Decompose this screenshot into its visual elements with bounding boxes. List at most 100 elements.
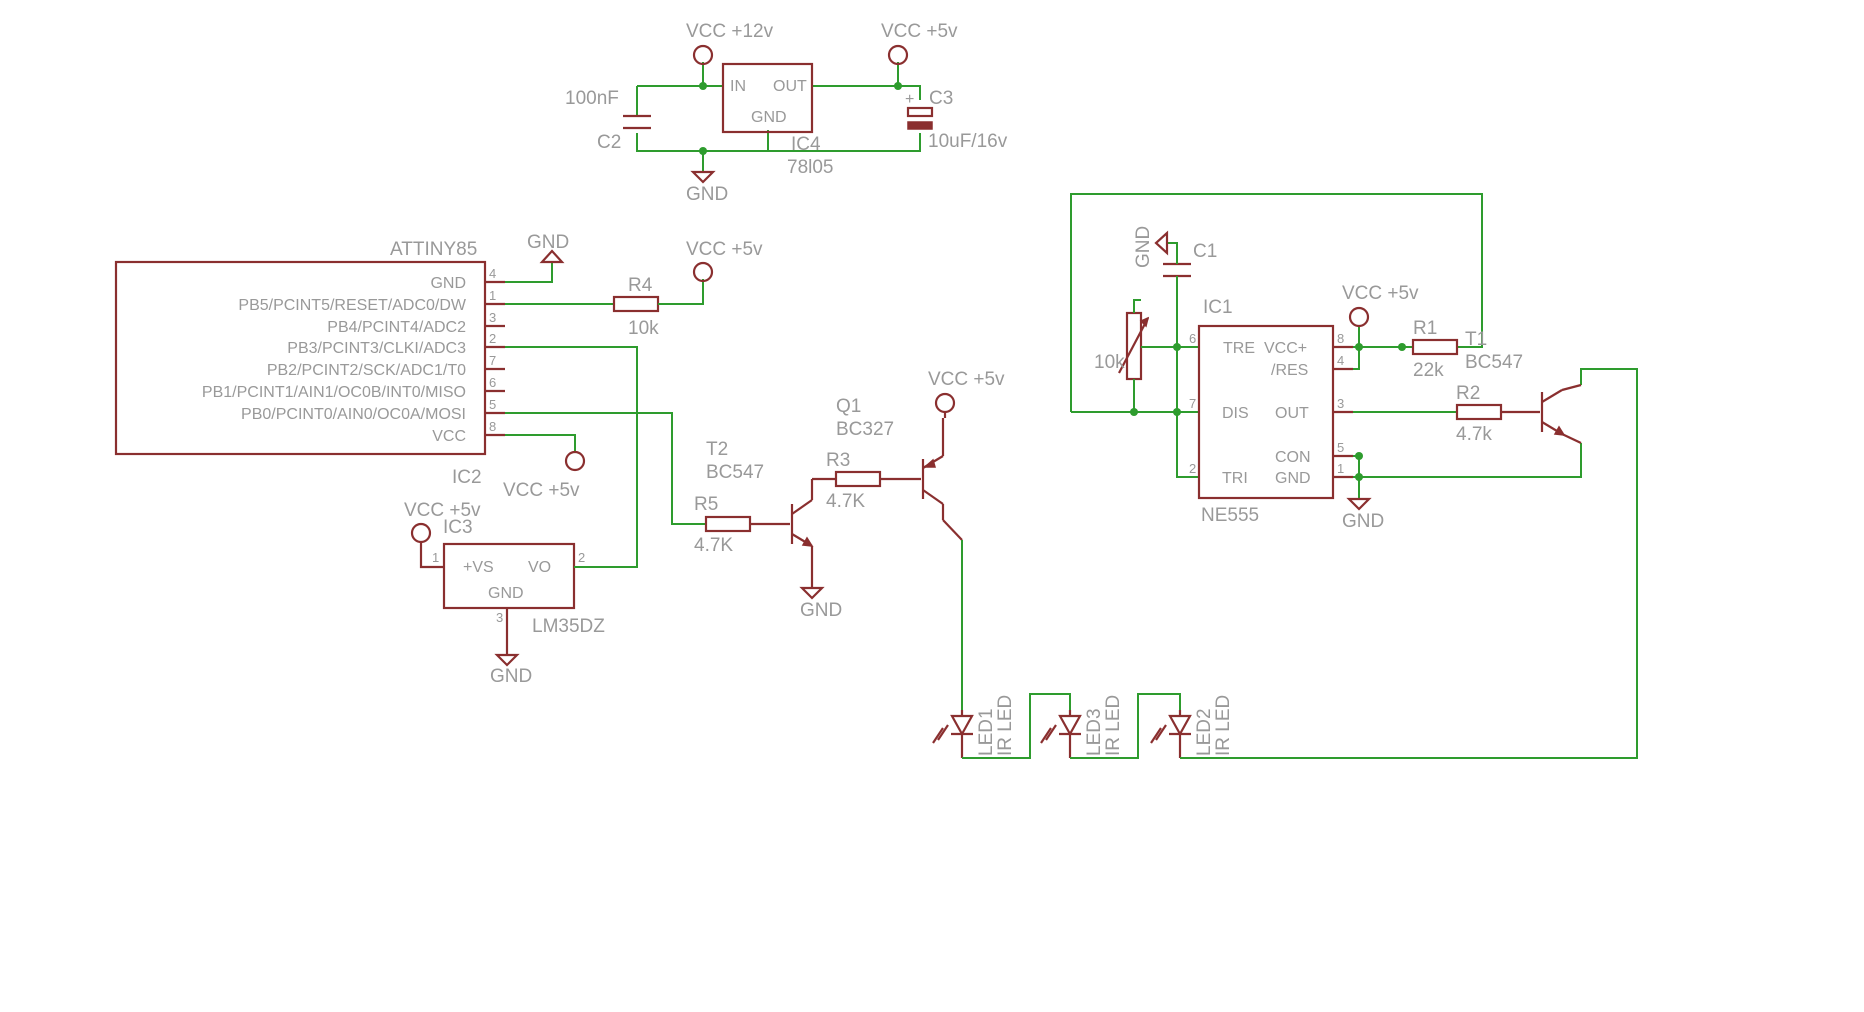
regulator-ic4-body	[721, 62, 814, 134]
r2-name-label: R2	[1456, 383, 1480, 404]
attiny85-name: ATTINY85	[390, 239, 477, 260]
r4-section: VCC +5v R4 10k	[612, 239, 763, 339]
ne555-pin-gnd: GND	[1275, 470, 1311, 487]
ne555-vcc-label: VCC +5v	[1342, 283, 1419, 304]
regulator-pin-in: IN	[730, 78, 746, 95]
ne555-vcc-supply-symbol	[1348, 306, 1370, 328]
attiny85-pin-number: 8	[489, 419, 496, 434]
lm35-sensor-section: +VS VO GND 1 2 3 VCC +5v IC3 LM35DZ GND	[404, 500, 605, 687]
voltage-regulator-section: VCC +12v VCC +5v 100nF C2 IN OUT GND IC4…	[565, 21, 1008, 205]
capacitor-c3	[906, 106, 934, 130]
attiny85-pin-number: 6	[489, 375, 496, 390]
lm35-pin-number-3: 3	[496, 610, 503, 625]
transistor-t2	[790, 484, 814, 588]
resistor-r3	[834, 470, 882, 488]
ne555-pin-number: 3	[1337, 396, 1344, 411]
lm35-ref: IC3	[443, 517, 473, 538]
r2-value-label: 4.7k	[1456, 424, 1492, 445]
ne555-value: NE555	[1201, 505, 1259, 526]
attiny85-pin-name: PB5/PCINT5/RESET/ADC0/DW	[238, 297, 467, 314]
driver-gnd-symbol	[799, 586, 825, 600]
attiny85-pin-number: 7	[489, 353, 496, 368]
attiny85-pin-name: GND	[430, 275, 466, 292]
r4-vcc-supply-symbol	[692, 261, 714, 283]
led3-value-label: IR LED	[1103, 695, 1124, 756]
led1-name-label: LED1	[976, 708, 997, 756]
pot-value-label: 10k	[1094, 352, 1125, 373]
attiny85-pin-name: PB2/PCINT2/SCK/ADC1/T0	[267, 362, 466, 379]
ne555-gnd-symbol	[1346, 497, 1372, 511]
lm35-body	[442, 542, 576, 610]
ne555-pin-vcc: VCC+	[1264, 340, 1307, 357]
ne555-pin-number: 7	[1189, 396, 1196, 411]
ne555-section: C1 GND 10k IC1 NE555 TRE VCC+ /RES DIS O…	[1070, 193, 1582, 532]
attiny85-body	[114, 260, 487, 456]
attiny85-pin-name: VCC	[432, 428, 466, 445]
regulator-pin-out: OUT	[773, 78, 807, 95]
attiny85-section: ATTINY85 IC2 4 1 3 2 7 6 5 8 GND PB5/PCI…	[114, 232, 706, 568]
resistor-r2	[1455, 403, 1503, 421]
capacitor-c1	[1163, 262, 1191, 278]
ne555-pin-dis: DIS	[1222, 405, 1249, 422]
c3-value-label: 10uF/16v	[928, 131, 1008, 152]
lm35-gnd-label: GND	[490, 666, 532, 687]
led-driver-section: R5 4.7K T2 BC547 GND R3 4.7K	[694, 369, 1005, 710]
ne555-pin-tri: TRI	[1222, 470, 1248, 487]
ne555-pin-number: 2	[1189, 461, 1196, 476]
ne555-pin-out: OUT	[1275, 405, 1309, 422]
attiny85-pin-number: 2	[489, 331, 496, 346]
q1-vcc-supply-symbol	[934, 392, 956, 414]
c3-plus-sign: +	[905, 91, 914, 108]
lm35-pin-gnd: GND	[488, 585, 524, 602]
resistor-r5	[704, 515, 752, 533]
c2-value-label: 100nF	[565, 88, 619, 109]
attiny85-pin-number: 3	[489, 310, 496, 325]
attiny85-vcc-label: VCC +5v	[503, 480, 580, 501]
regulator-ic4-name: IC4	[791, 134, 821, 155]
attiny85-vcc-supply-symbol	[564, 450, 586, 472]
attiny85-pin-number: 1	[489, 288, 496, 303]
attiny85-gnd-symbol	[539, 249, 565, 264]
lm35-pin-vs: +VS	[463, 559, 494, 576]
lm35-pin-number-1: 1	[432, 550, 439, 565]
attiny85-pin-name: PB4/PCINT4/ADC2	[327, 319, 466, 336]
r3-value-label: 4.7K	[826, 491, 865, 512]
lm35-gnd-symbol	[494, 653, 520, 667]
q1-vcc-label: VCC +5v	[928, 369, 1005, 390]
lm35-value: LM35DZ	[532, 616, 605, 637]
ne555-gnd-label: GND	[1342, 511, 1384, 532]
vcc-5v-label: VCC +5v	[881, 21, 958, 42]
ne555-pin-number: 8	[1337, 331, 1344, 346]
r4-name-label: R4	[628, 275, 653, 296]
r4-vcc-label: VCC +5v	[686, 239, 763, 260]
ne555-pin-number: 6	[1189, 331, 1196, 346]
t1-value-label: BC547	[1465, 352, 1523, 373]
c1-gnd-symbol	[1154, 230, 1169, 256]
regulator-ic4-value: 78l05	[787, 157, 834, 178]
ir-led-3	[1040, 710, 1082, 758]
c3-name-label: C3	[929, 88, 953, 109]
ne555-pin-res: /RES	[1271, 362, 1308, 379]
ir-led-chain: LED1 IR LED LED3 IR LED LED2 IR LED	[932, 368, 1638, 759]
c1-name-label: C1	[1193, 241, 1217, 262]
vcc-12v-supply-symbol	[692, 44, 714, 66]
attiny85-ref: IC2	[452, 467, 482, 488]
regulator-gnd-symbol	[690, 170, 716, 184]
lm35-pin-vo: VO	[528, 559, 551, 576]
ne555-pin-con: CON	[1275, 449, 1311, 466]
ne555-pin-tre: TRE	[1223, 340, 1255, 357]
q1-name-label: Q1	[836, 396, 861, 417]
attiny85-pin-name: PB0/PCINT0/AIN0/OC0A/MOSI	[241, 406, 466, 423]
t2-name-label: T2	[706, 439, 728, 460]
ir-led-1	[932, 710, 974, 758]
attiny85-pin-number: 5	[489, 397, 496, 412]
r5-name-label: R5	[694, 494, 718, 515]
ne555-name: IC1	[1203, 297, 1233, 318]
attiny85-pin-number: 4	[489, 266, 496, 281]
attiny85-gnd-label: GND	[527, 232, 569, 253]
resistor-r1	[1411, 338, 1459, 356]
attiny85-pin-name: PB3/PCINT3/CLKI/ADC3	[287, 340, 466, 357]
attiny85-pin-name: PB1/PCINT1/AIN1/OC0B/INT0/MISO	[202, 384, 466, 401]
c1-gnd-label: GND	[1133, 226, 1154, 268]
